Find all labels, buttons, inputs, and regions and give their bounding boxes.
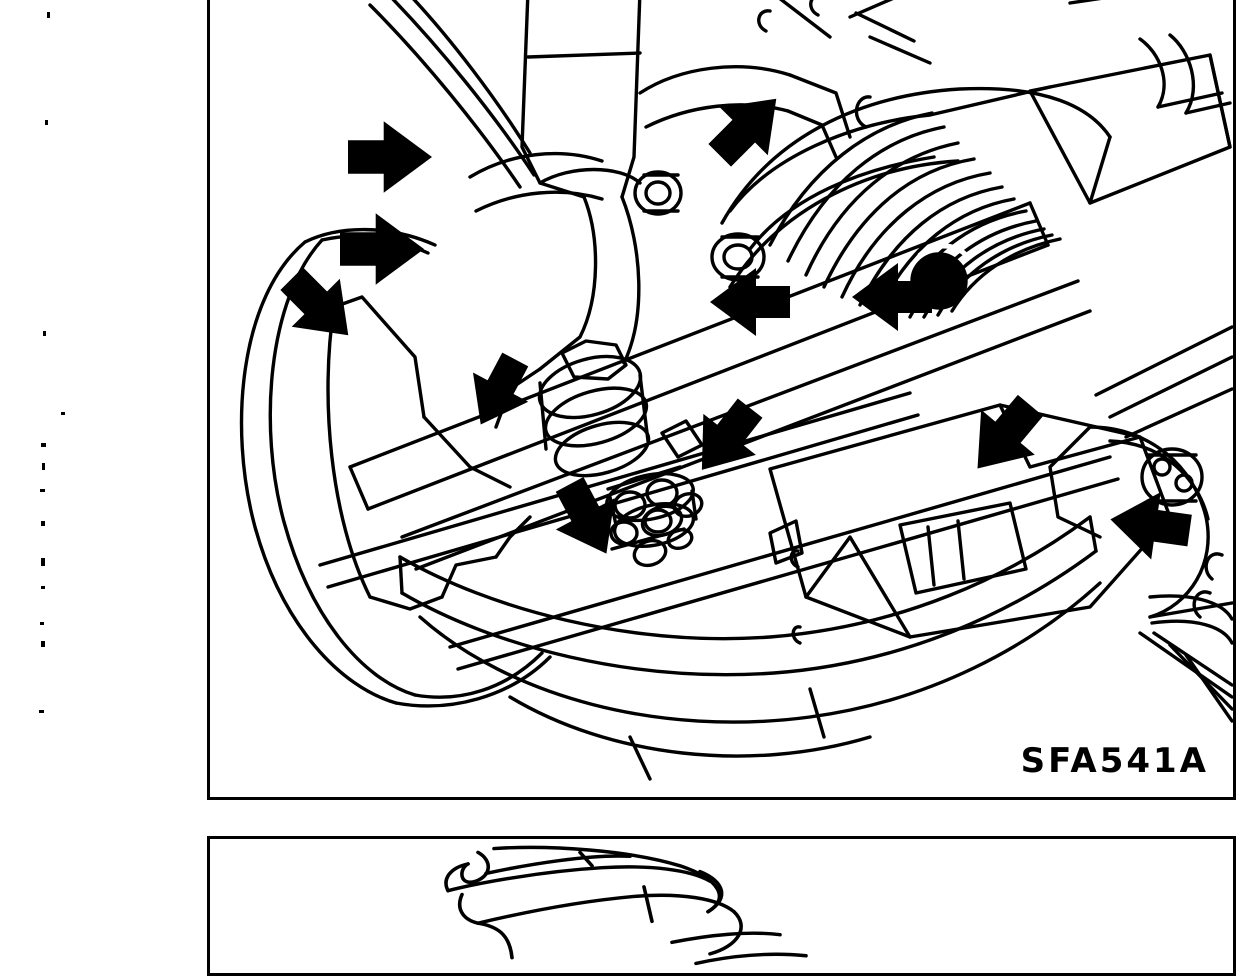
scan-speck [61,412,65,415]
figure-code-label: SFA541A [1020,741,1209,781]
scan-speck [41,443,46,447]
scan-speck [41,586,45,589]
suspension-line-drawing [210,0,1233,797]
scan-speck [41,558,45,566]
scan-speck [42,463,45,470]
scan-speck [41,521,45,526]
scan-speck [39,710,44,713]
scan-speck [40,622,44,625]
coil-spring-line-drawing [210,839,1233,973]
scan-speck [40,489,45,492]
scan-speck [47,12,50,18]
figure-panel-secondary [207,836,1236,976]
scan-speck [43,331,46,336]
figure-panel-main: SFA541A [207,0,1236,800]
scan-speck [45,120,48,125]
scan-speck [41,641,45,647]
manual-page: SFA541A [39,0,1236,976]
